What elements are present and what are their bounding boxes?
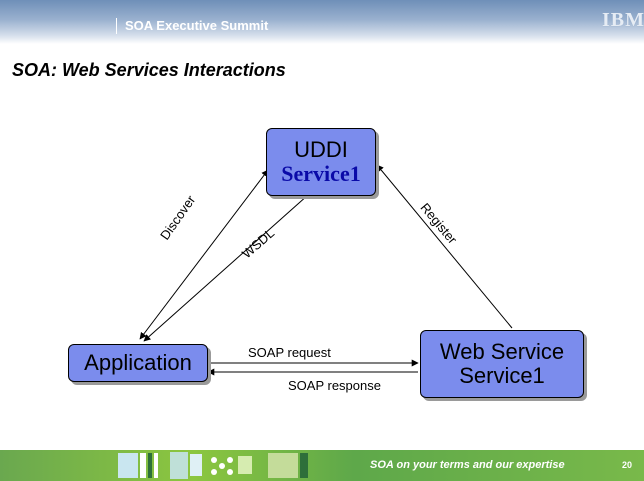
footer-pattern (118, 452, 308, 479)
web-service-label: Web Service (439, 339, 565, 364)
register-arrow (376, 164, 513, 329)
header-bar: SOA Executive Summit IBM (0, 0, 644, 44)
soap-request-label: SOAP request (248, 345, 331, 360)
application-label: Application (84, 350, 192, 375)
ibm-logo: IBM (602, 9, 644, 31)
wsdl-arrow (143, 194, 309, 342)
application-node: Application (68, 344, 208, 382)
uddi-node: UDDI Service1 (266, 128, 376, 196)
footer-tagline: SOA on your terms and our expertise (370, 459, 565, 471)
footer-bar: SOA on your terms and our expertise 20 (0, 450, 644, 481)
uddi-label: UDDI (294, 137, 348, 162)
page-number: 20 (622, 460, 633, 470)
header-title: SOA Executive Summit (116, 18, 268, 34)
web-service-service-label: Service1 (459, 363, 545, 388)
slide-title: SOA: Web Services Interactions (12, 60, 286, 80)
uddi-service-label: Service1 (281, 161, 361, 186)
discover-arrow (139, 169, 269, 340)
web-service-node: Web Service Service1 (420, 330, 584, 398)
soap-response-label: SOAP response (288, 378, 381, 393)
